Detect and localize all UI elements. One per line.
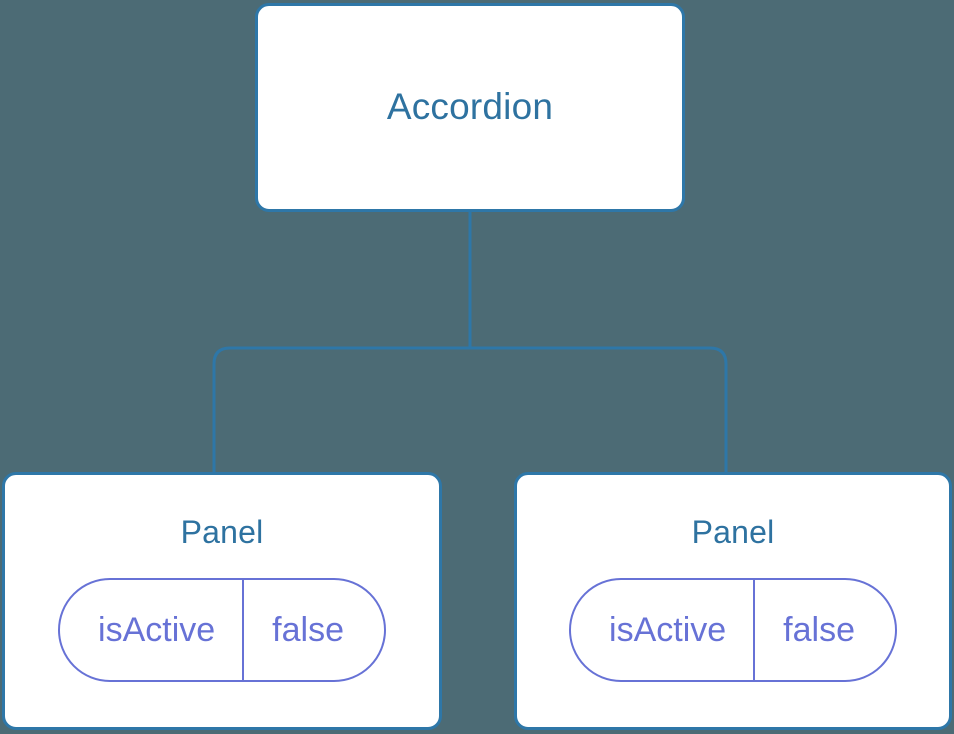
connector-right-branch	[470, 346, 728, 476]
node-panel-left[interactable]: Panel isActive false	[2, 472, 442, 730]
prop-badge-isactive[interactable]: isActive false	[569, 578, 897, 683]
node-title: Accordion	[386, 86, 554, 128]
prop-key: isActive	[571, 580, 756, 681]
node-title: Panel	[691, 514, 775, 550]
node-accordion[interactable]: Accordion	[255, 3, 685, 212]
prop-key: isActive	[60, 580, 245, 681]
connector-left-branch	[212, 346, 470, 476]
prop-value: false	[272, 611, 344, 650]
prop-badge-isactive[interactable]: isActive false	[58, 578, 386, 683]
prop-value: false	[783, 611, 855, 650]
node-title: Panel	[180, 514, 264, 550]
node-panel-right[interactable]: Panel isActive false	[514, 472, 952, 730]
